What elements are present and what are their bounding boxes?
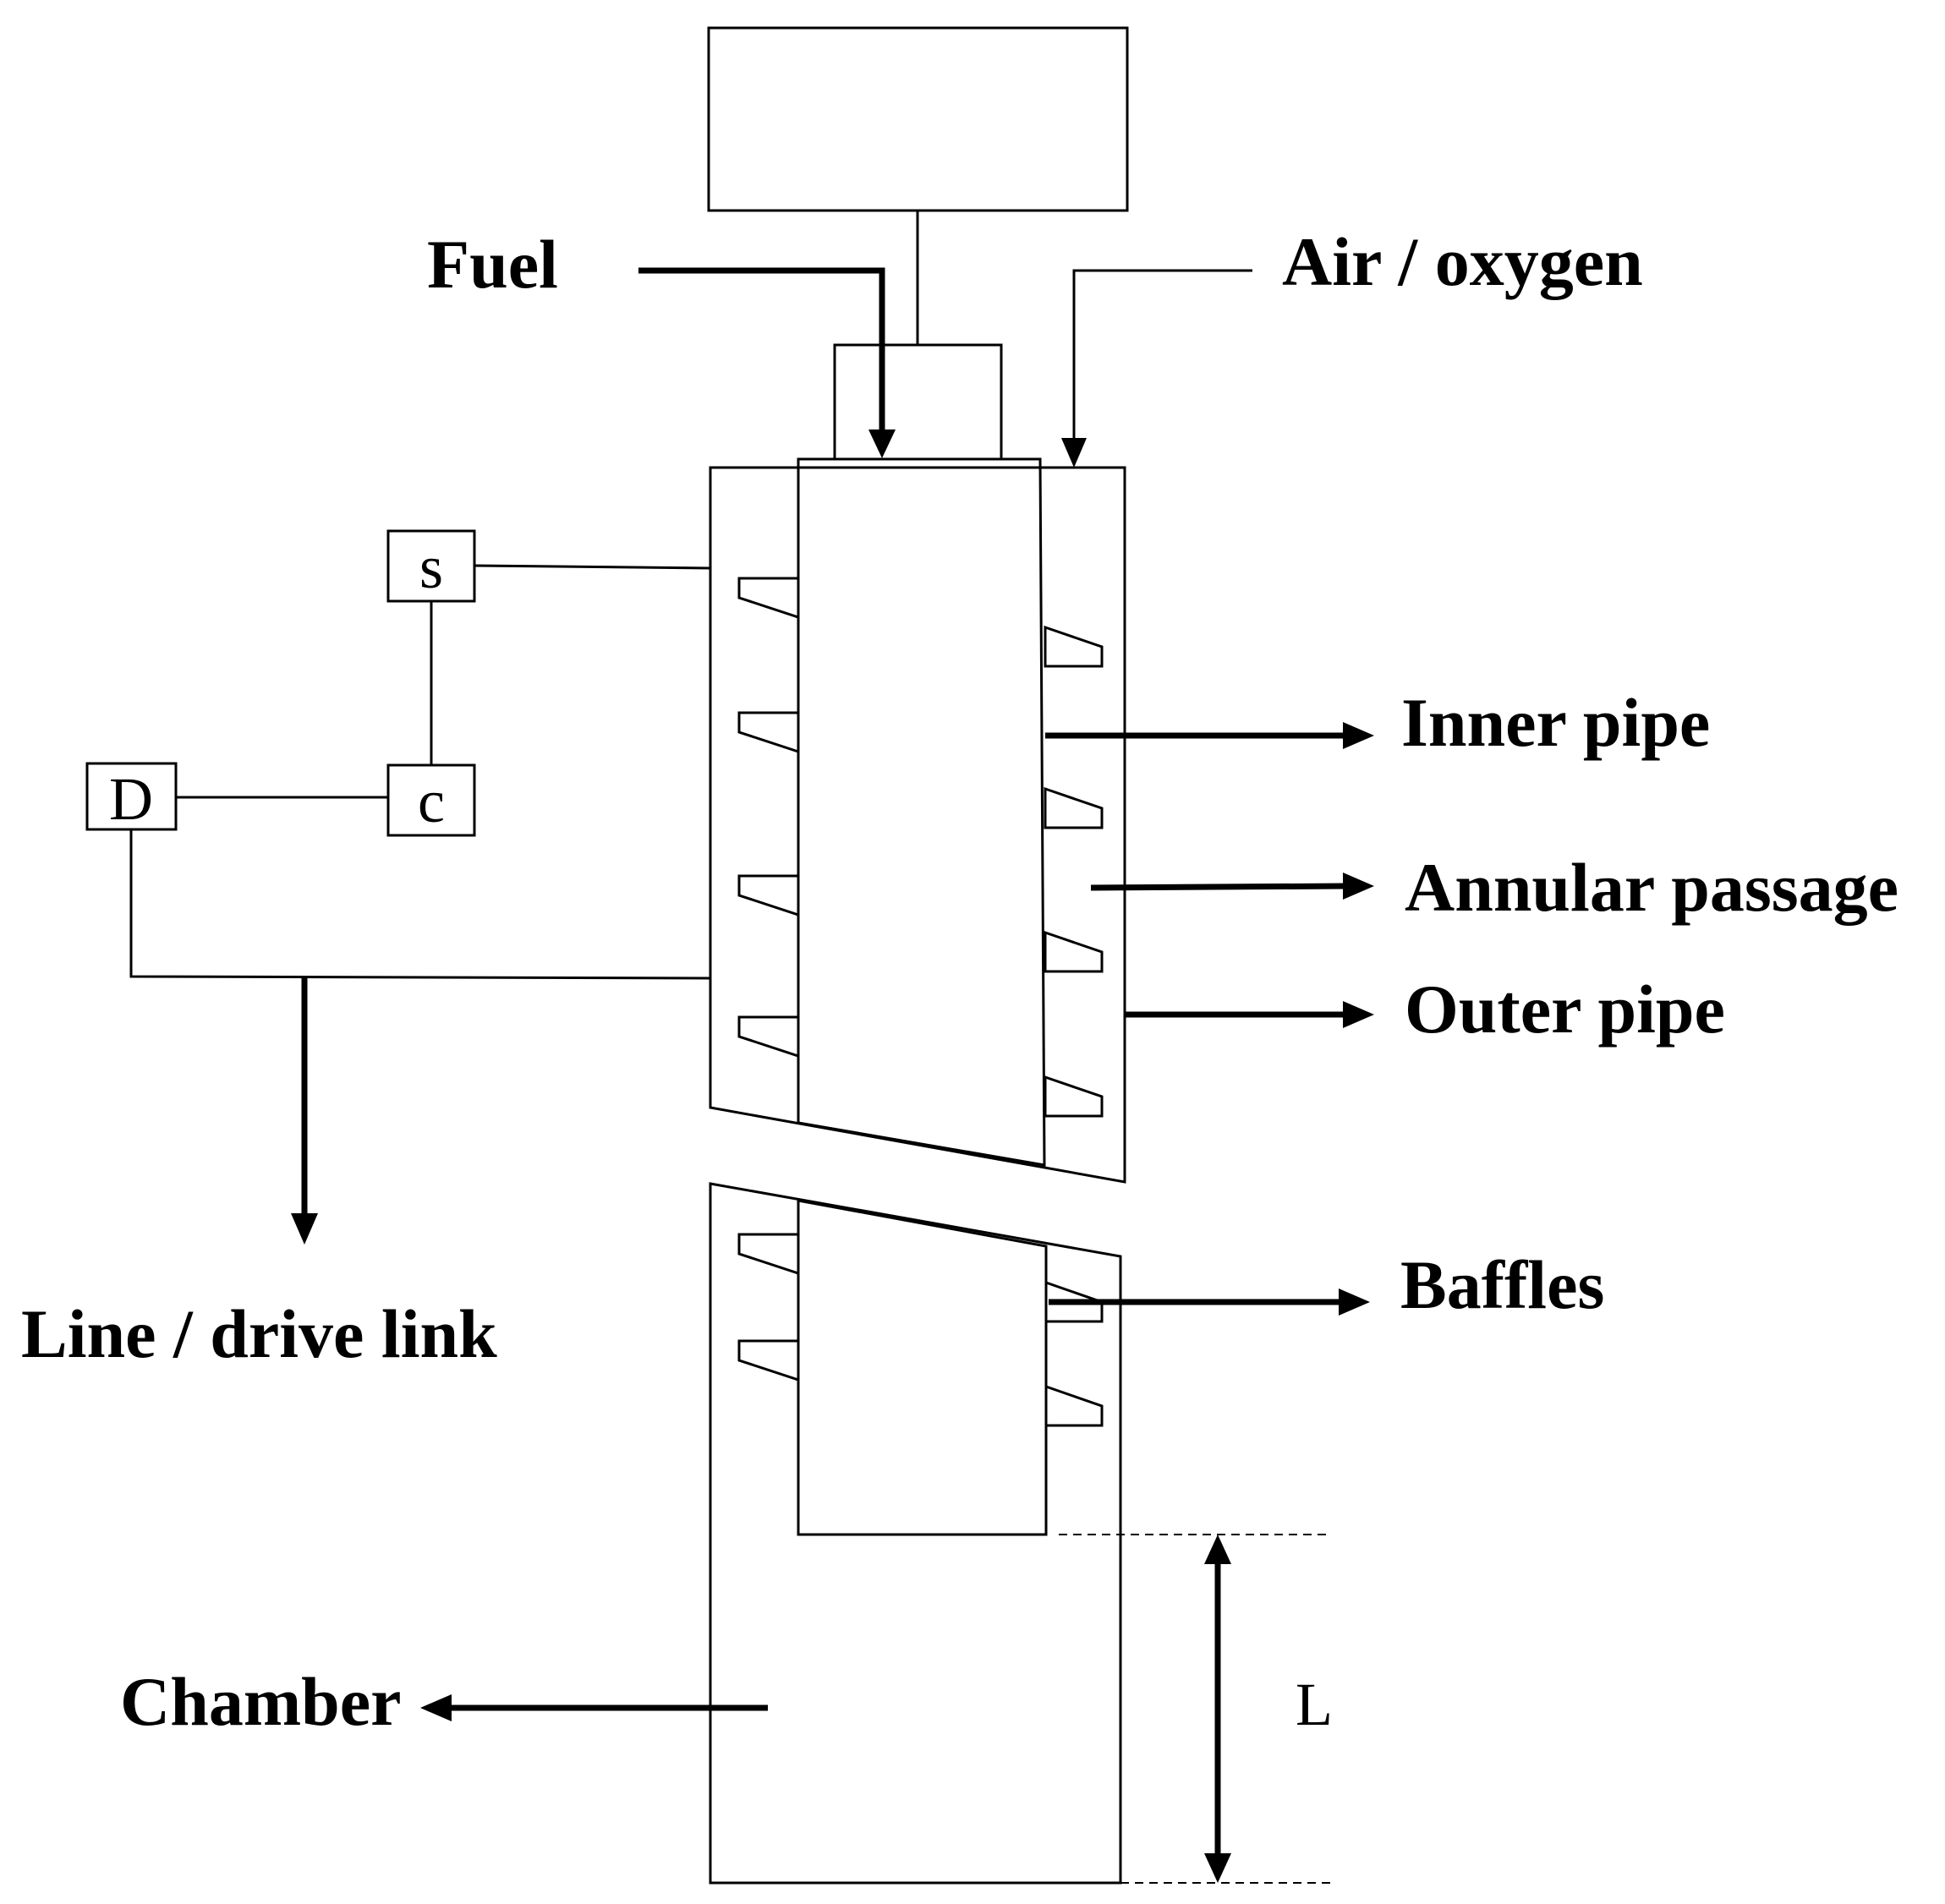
baffle	[737, 1339, 800, 1382]
air-oxygen-label: Air / oxygen	[1282, 223, 1643, 300]
d-box	[85, 762, 178, 831]
outer-pipe-upper	[709, 466, 1126, 1184]
length-dimension	[1059, 1534, 1332, 1884]
d-to-pipe-line	[129, 829, 711, 980]
baffle	[737, 1233, 800, 1276]
inner-pipe-lower	[797, 1199, 1048, 1536]
chamber-arrow	[420, 1694, 768, 1721]
s-box-label: s	[419, 533, 443, 601]
chamber-label: Chamber	[120, 1663, 402, 1740]
baffle	[1044, 1384, 1104, 1427]
control-circuit	[129, 564, 711, 980]
length-label: L	[1296, 1671, 1333, 1738]
baffle	[737, 1015, 800, 1059]
baffle	[1044, 786, 1104, 829]
baffle	[1044, 625, 1104, 668]
drive-link-arrow	[291, 977, 318, 1245]
s-to-outer-pipe-line	[474, 564, 711, 570]
air-oxygen-arrow	[1061, 269, 1252, 468]
outer-pipe-arrow	[1125, 1001, 1374, 1028]
baffles-group	[737, 577, 1104, 1427]
baffle	[737, 711, 800, 754]
outer-pipe-label: Outer pipe	[1405, 971, 1725, 1048]
fuel-label: Fuel	[427, 226, 558, 303]
c-box-label: c	[418, 768, 445, 835]
annular-passage-arrow	[1090, 873, 1374, 900]
inner-pipe-upper	[797, 457, 1046, 1167]
inner-pipe-label: Inner pipe	[1401, 684, 1710, 761]
baffle	[737, 874, 800, 917]
fuel-arrow	[638, 267, 896, 458]
inner-pipe-arrow	[1045, 722, 1374, 749]
baffle	[1044, 1075, 1104, 1118]
s-box	[386, 529, 476, 603]
annular-passage-label: Annular passage	[1405, 849, 1898, 926]
baffles-arrow	[1049, 1288, 1370, 1316]
top-unit-box	[707, 26, 1129, 212]
line-drive-link-label: Line / drive link	[21, 1295, 497, 1372]
baffles-label: Baffles	[1400, 1246, 1604, 1323]
d-box-label: D	[109, 765, 153, 833]
baffle	[1044, 930, 1104, 973]
inlet-cap-box	[833, 343, 1003, 461]
baffle	[737, 577, 800, 620]
c-box	[386, 763, 476, 837]
